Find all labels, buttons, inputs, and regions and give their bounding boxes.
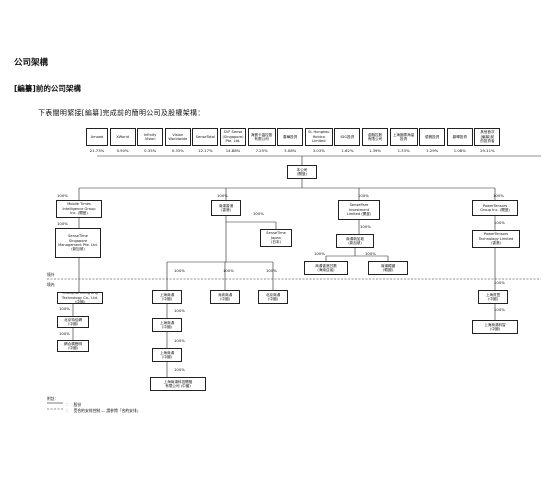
shareholder-box: 鼎暉投資 (446, 128, 473, 146)
shareholder-pct: 1.39% (368, 148, 382, 153)
pct-l2: 100% (174, 338, 185, 343)
shareholder-pct: 1.62% (341, 148, 354, 153)
sensetime-sg-box: SenseTime Singapore Management Pte. Ltd.… (55, 228, 101, 258)
pct-shs: 100% (174, 268, 185, 273)
pct-power: 100% (493, 193, 504, 198)
pct-l3: 100% (174, 367, 185, 372)
company-box: 本公司 (開曼) (287, 165, 317, 179)
shareholder-pct: 1.29% (426, 148, 439, 153)
shareholder-box: 春華投資 (277, 128, 304, 146)
shareholder-box: Amoed (86, 128, 108, 146)
sh-sense-box: 上海商湯 (中國) (152, 290, 182, 304)
pct-sgs: 100% (360, 224, 371, 229)
pct-shm: 100% (494, 280, 505, 285)
pct-bj: 100% (59, 306, 70, 311)
pct-pthk: 100% (494, 220, 505, 225)
sh-shenzhen2-box: 上海商湯 (中國) (152, 348, 182, 362)
pct-shms: 100% (494, 307, 505, 312)
section-title: 公司架構 (14, 58, 49, 68)
beijing-box: 北京特佳網 (中國) (57, 316, 89, 328)
pct-sg: 100% (57, 221, 68, 226)
korea-box: 商湯韓國 (韓國) (368, 261, 408, 275)
sh-shangmu-sub-box: 上海商湯科智 (中國) (472, 320, 518, 334)
sensepar-box: SensePare Investment Limited (開曼) (338, 200, 380, 220)
shareholder-pct: 1.33% (397, 148, 410, 153)
offshore-label: 境外 (47, 272, 55, 277)
shareholder-box: XWorld (109, 128, 136, 146)
pct-sensepar: 100% (358, 193, 369, 198)
subsection-title: [編纂]前的公司架構 (14, 84, 81, 93)
sensetime-jp-box: SenseTime Japan (日本) (260, 229, 292, 247)
shareholder-box: Vision Worldwide (164, 128, 191, 146)
shareholder-pct: 0.90% (116, 148, 129, 153)
sh-tech-box: 上海商湯科技開發 有限公司 (中國) (150, 377, 206, 391)
pct-szs: 100% (223, 268, 234, 273)
shareholder-pct: 14.88% (225, 148, 241, 153)
pct-hk: 100% (217, 193, 228, 198)
hk-co-box: 商湯香港 (香港) (211, 200, 241, 216)
shareholder-box: 海寶卡臺控股 有限公司 (247, 128, 276, 146)
shareholder-pct: 29.11% (480, 148, 495, 153)
shareholder-box: 優雅投資 (419, 128, 446, 146)
legend-dashed-text: ： 受合約安排控制 — 請參閱「合約安排」 (66, 408, 141, 413)
legend-solid-text: ： 股份 (66, 402, 82, 407)
beijing-sense-box: 北京商湯 (中國) (258, 290, 288, 304)
legend-title: 附註： (47, 396, 59, 401)
onshore-label: 境內 (47, 282, 55, 287)
pct-zj: 100% (59, 331, 70, 336)
shareholder-pct: 12.17% (198, 148, 213, 153)
shareholder-pct: 7.25% (255, 148, 268, 153)
shareholder-box: SVF Sense (Singapore) Pte. Ltd. (220, 128, 246, 146)
shareholder-box: Infinity Vision (137, 128, 164, 146)
shareholder-box: SenseTotal (192, 128, 219, 146)
pct-jp: 100% (253, 211, 264, 216)
pct-l1: 100% (174, 308, 185, 313)
sh-lingang-box: 上海商湯 (中國) (152, 318, 182, 332)
mobile-times-box: Mobile Times Intelligence Group Inc. (開曼… (56, 200, 102, 218)
shareholder-pct: 1.08% (453, 148, 466, 153)
pct-mobile: 100% (57, 193, 68, 198)
shareholder-pct: 21.73% (89, 148, 105, 153)
pct-hn: 100% (314, 251, 325, 256)
pct-kr: 100% (365, 251, 376, 256)
sh-mou-box: Shanghai Meng'ang Technology Co., Ltd. (… (57, 292, 103, 304)
shenzhen-box: 深圳商湯 (中國) (210, 290, 240, 304)
power-tensors-hk-box: PowerTensors Technology Limited (香港) (472, 230, 520, 248)
shareholder-pct: 3.08% (284, 148, 297, 153)
zhejiang-box: 網合橫聲明 (中國) (57, 340, 89, 352)
shareholder-box: IDG投資 (334, 128, 361, 146)
shareholder-box: 上海國泰海量 投資 (389, 128, 418, 146)
hainan-box: 商湯香港甘肅 (海南亞省) (304, 261, 348, 275)
sg-sense-box: 商湯新加坡 (新加坡) (336, 234, 374, 248)
shareholder-pct: 0.33% (171, 148, 184, 153)
pct-bjs: 100% (266, 268, 277, 273)
intro-text: 下表闡明緊接[編纂]完成前的簡明公司及股權架構： (38, 109, 205, 117)
power-tensors-box: PowerTensors Group Inc. (開曼) (472, 200, 518, 216)
shareholder-pct: 0.35% (144, 148, 157, 153)
shareholder-box: 其他首次 [編纂]前 的投資者 (474, 128, 501, 146)
shareholder-box: 金融控股 有限公司 (362, 128, 388, 146)
shareholder-box: SL Hongkou Holdco Limited (304, 128, 333, 146)
sh-shangmu-box: 上海資豐 (中國) (478, 290, 508, 304)
shareholder-pct: 3.03% (312, 148, 325, 153)
